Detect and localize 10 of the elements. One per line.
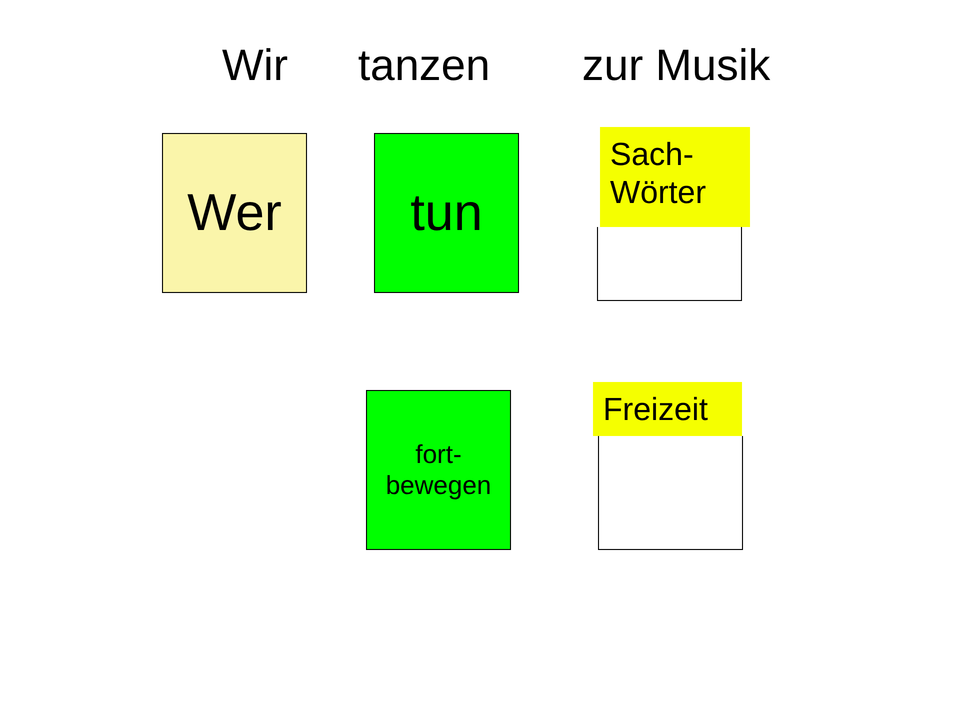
word-card: Wer xyxy=(162,133,307,293)
word-card: tun xyxy=(374,133,519,293)
category-label: Freizeit xyxy=(593,382,742,436)
empty-card xyxy=(597,227,742,301)
empty-card xyxy=(598,436,743,550)
sentence-word: Wir xyxy=(222,44,288,88)
category-label: Sach- Wörter xyxy=(600,127,750,227)
sentence-word: zur Musik xyxy=(582,44,770,88)
word-card: fort- bewegen xyxy=(366,390,511,550)
sentence-word: tanzen xyxy=(358,44,490,88)
